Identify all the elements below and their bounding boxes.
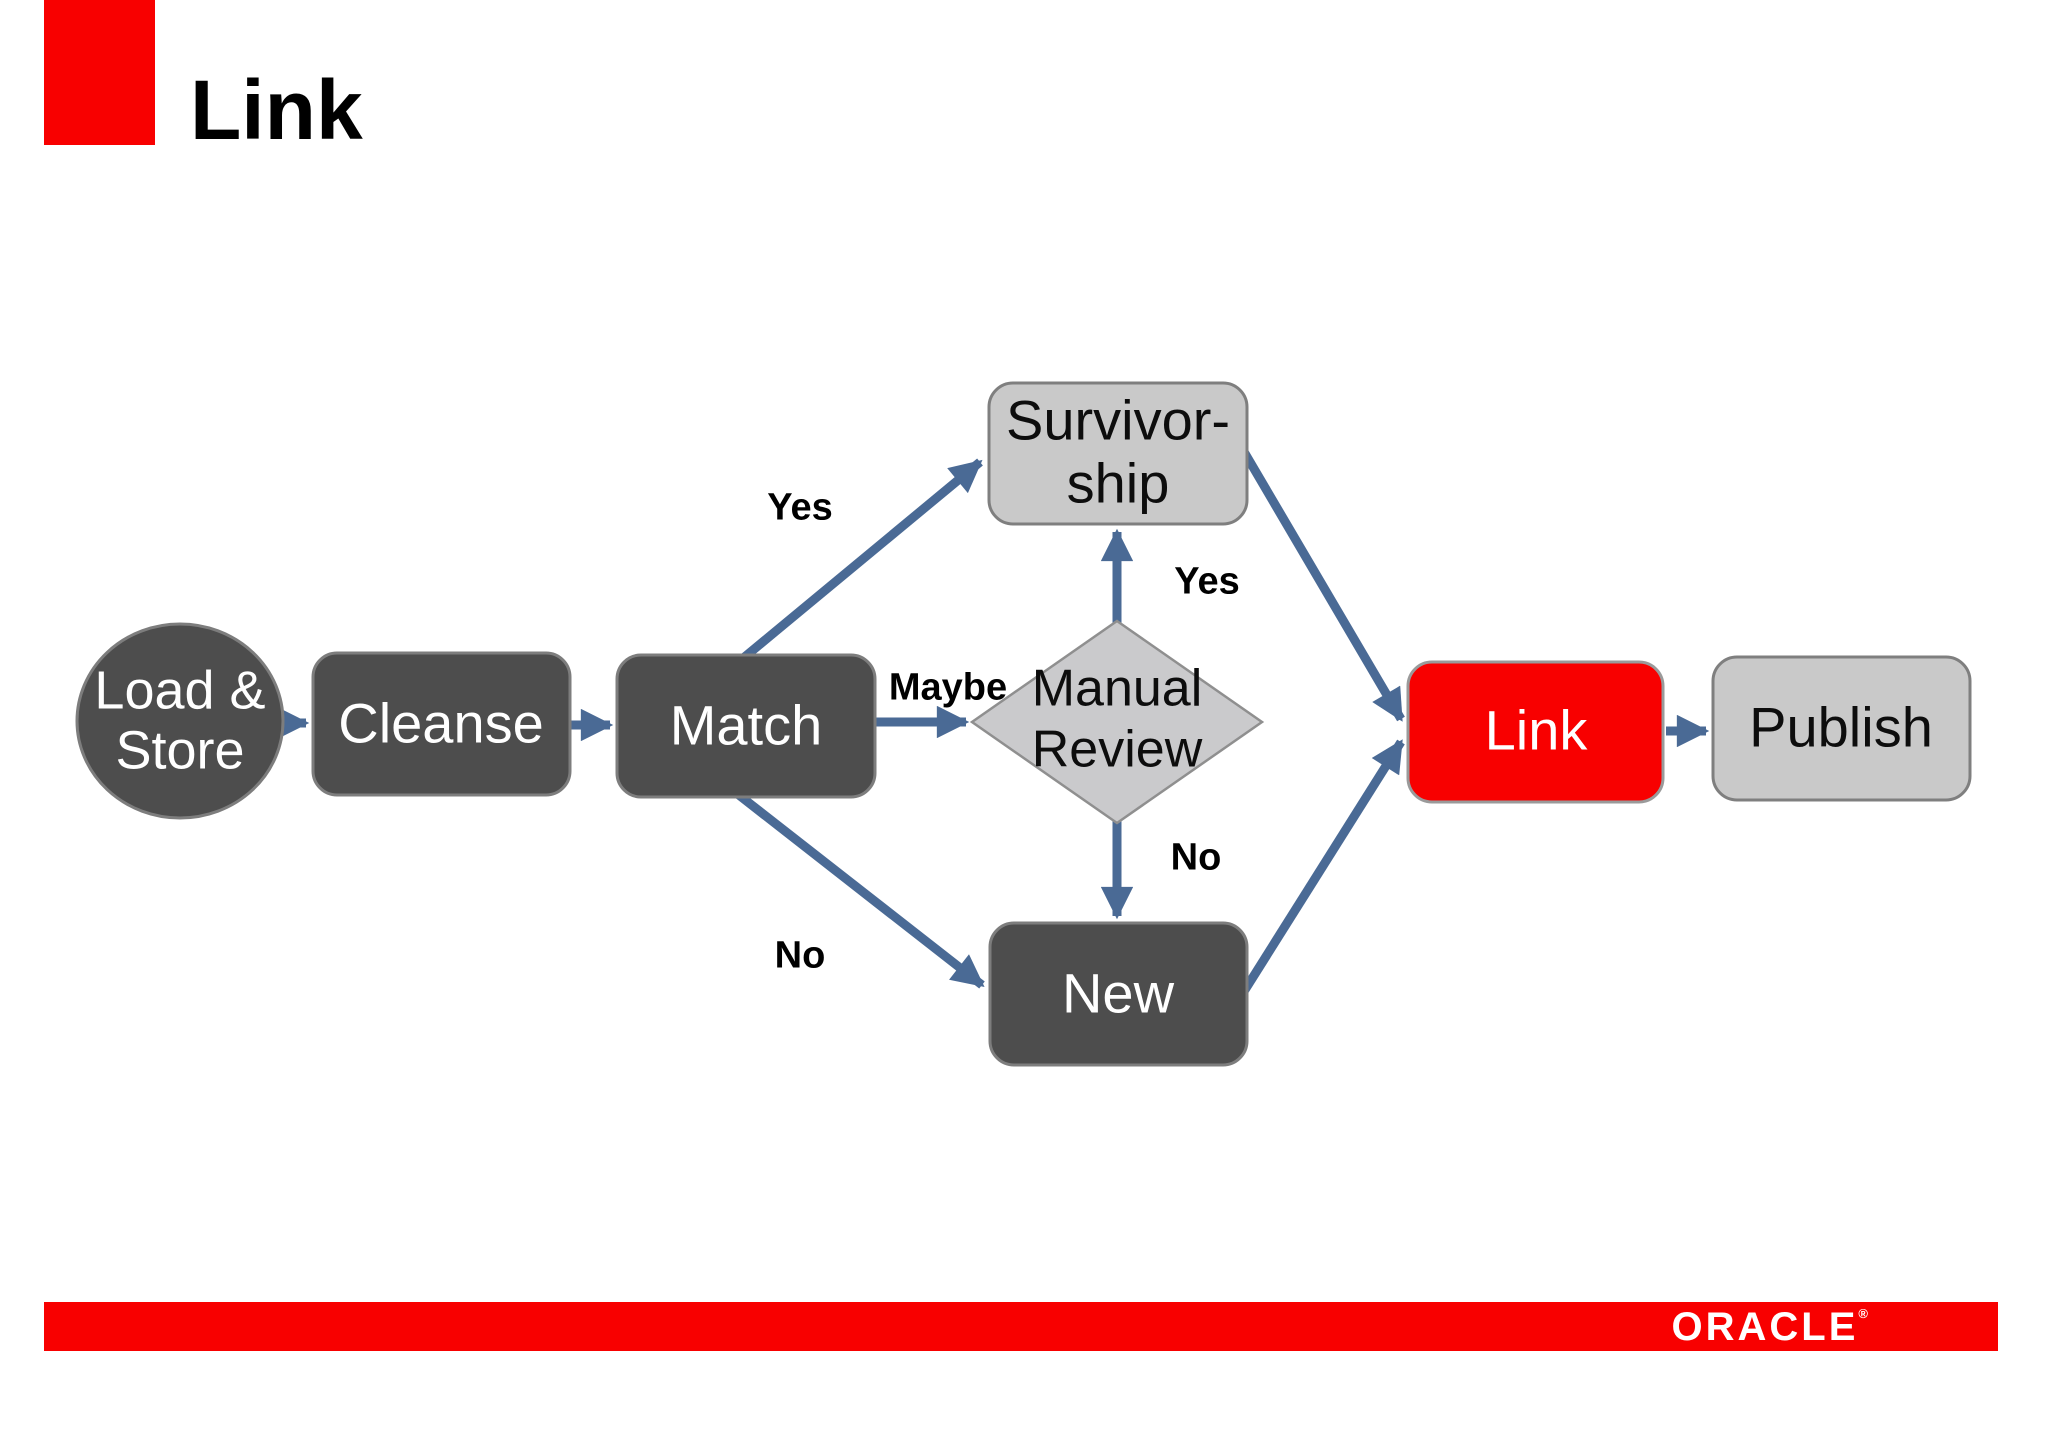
node-shape-manual-review <box>969 619 1265 825</box>
edge-label-no-manual-review-new: No <box>1170 836 1222 879</box>
node-shape-load-store <box>75 622 285 820</box>
node-shape-cleanse <box>311 651 572 797</box>
edge-label-yes-manual-review-survivorship: Yes <box>1174 560 1240 603</box>
node-shape-new <box>988 921 1249 1067</box>
slide-title: Link <box>190 63 363 157</box>
oracle-logo: ORACLE® <box>1672 1307 1868 1347</box>
node-shape-match <box>615 653 877 799</box>
edge-match-to-survivorship <box>738 458 983 664</box>
flowchart-edges <box>276 447 1710 996</box>
edge-label-maybe-match-manual-review: Maybe <box>888 666 1008 709</box>
edge-survivorship-to-link <box>1239 447 1405 722</box>
edge-label-yes-match-survivorship: Yes <box>767 486 833 529</box>
footer-bar: ORACLE® <box>44 1302 1998 1351</box>
edge-new-to-link <box>1239 739 1405 996</box>
flowchart-shapes <box>75 381 1972 1067</box>
oracle-registered-mark-icon: ® <box>1858 1305 1868 1321</box>
header-accent-square <box>44 0 155 145</box>
node-shape-link <box>1406 660 1665 804</box>
node-shape-publish <box>1711 655 1972 802</box>
node-shape-survivorship <box>987 381 1249 526</box>
edge-match-to-new <box>732 788 985 989</box>
oracle-logo-text: ORACLE <box>1671 1304 1859 1349</box>
edge-label-no-match-new: No <box>774 934 826 977</box>
